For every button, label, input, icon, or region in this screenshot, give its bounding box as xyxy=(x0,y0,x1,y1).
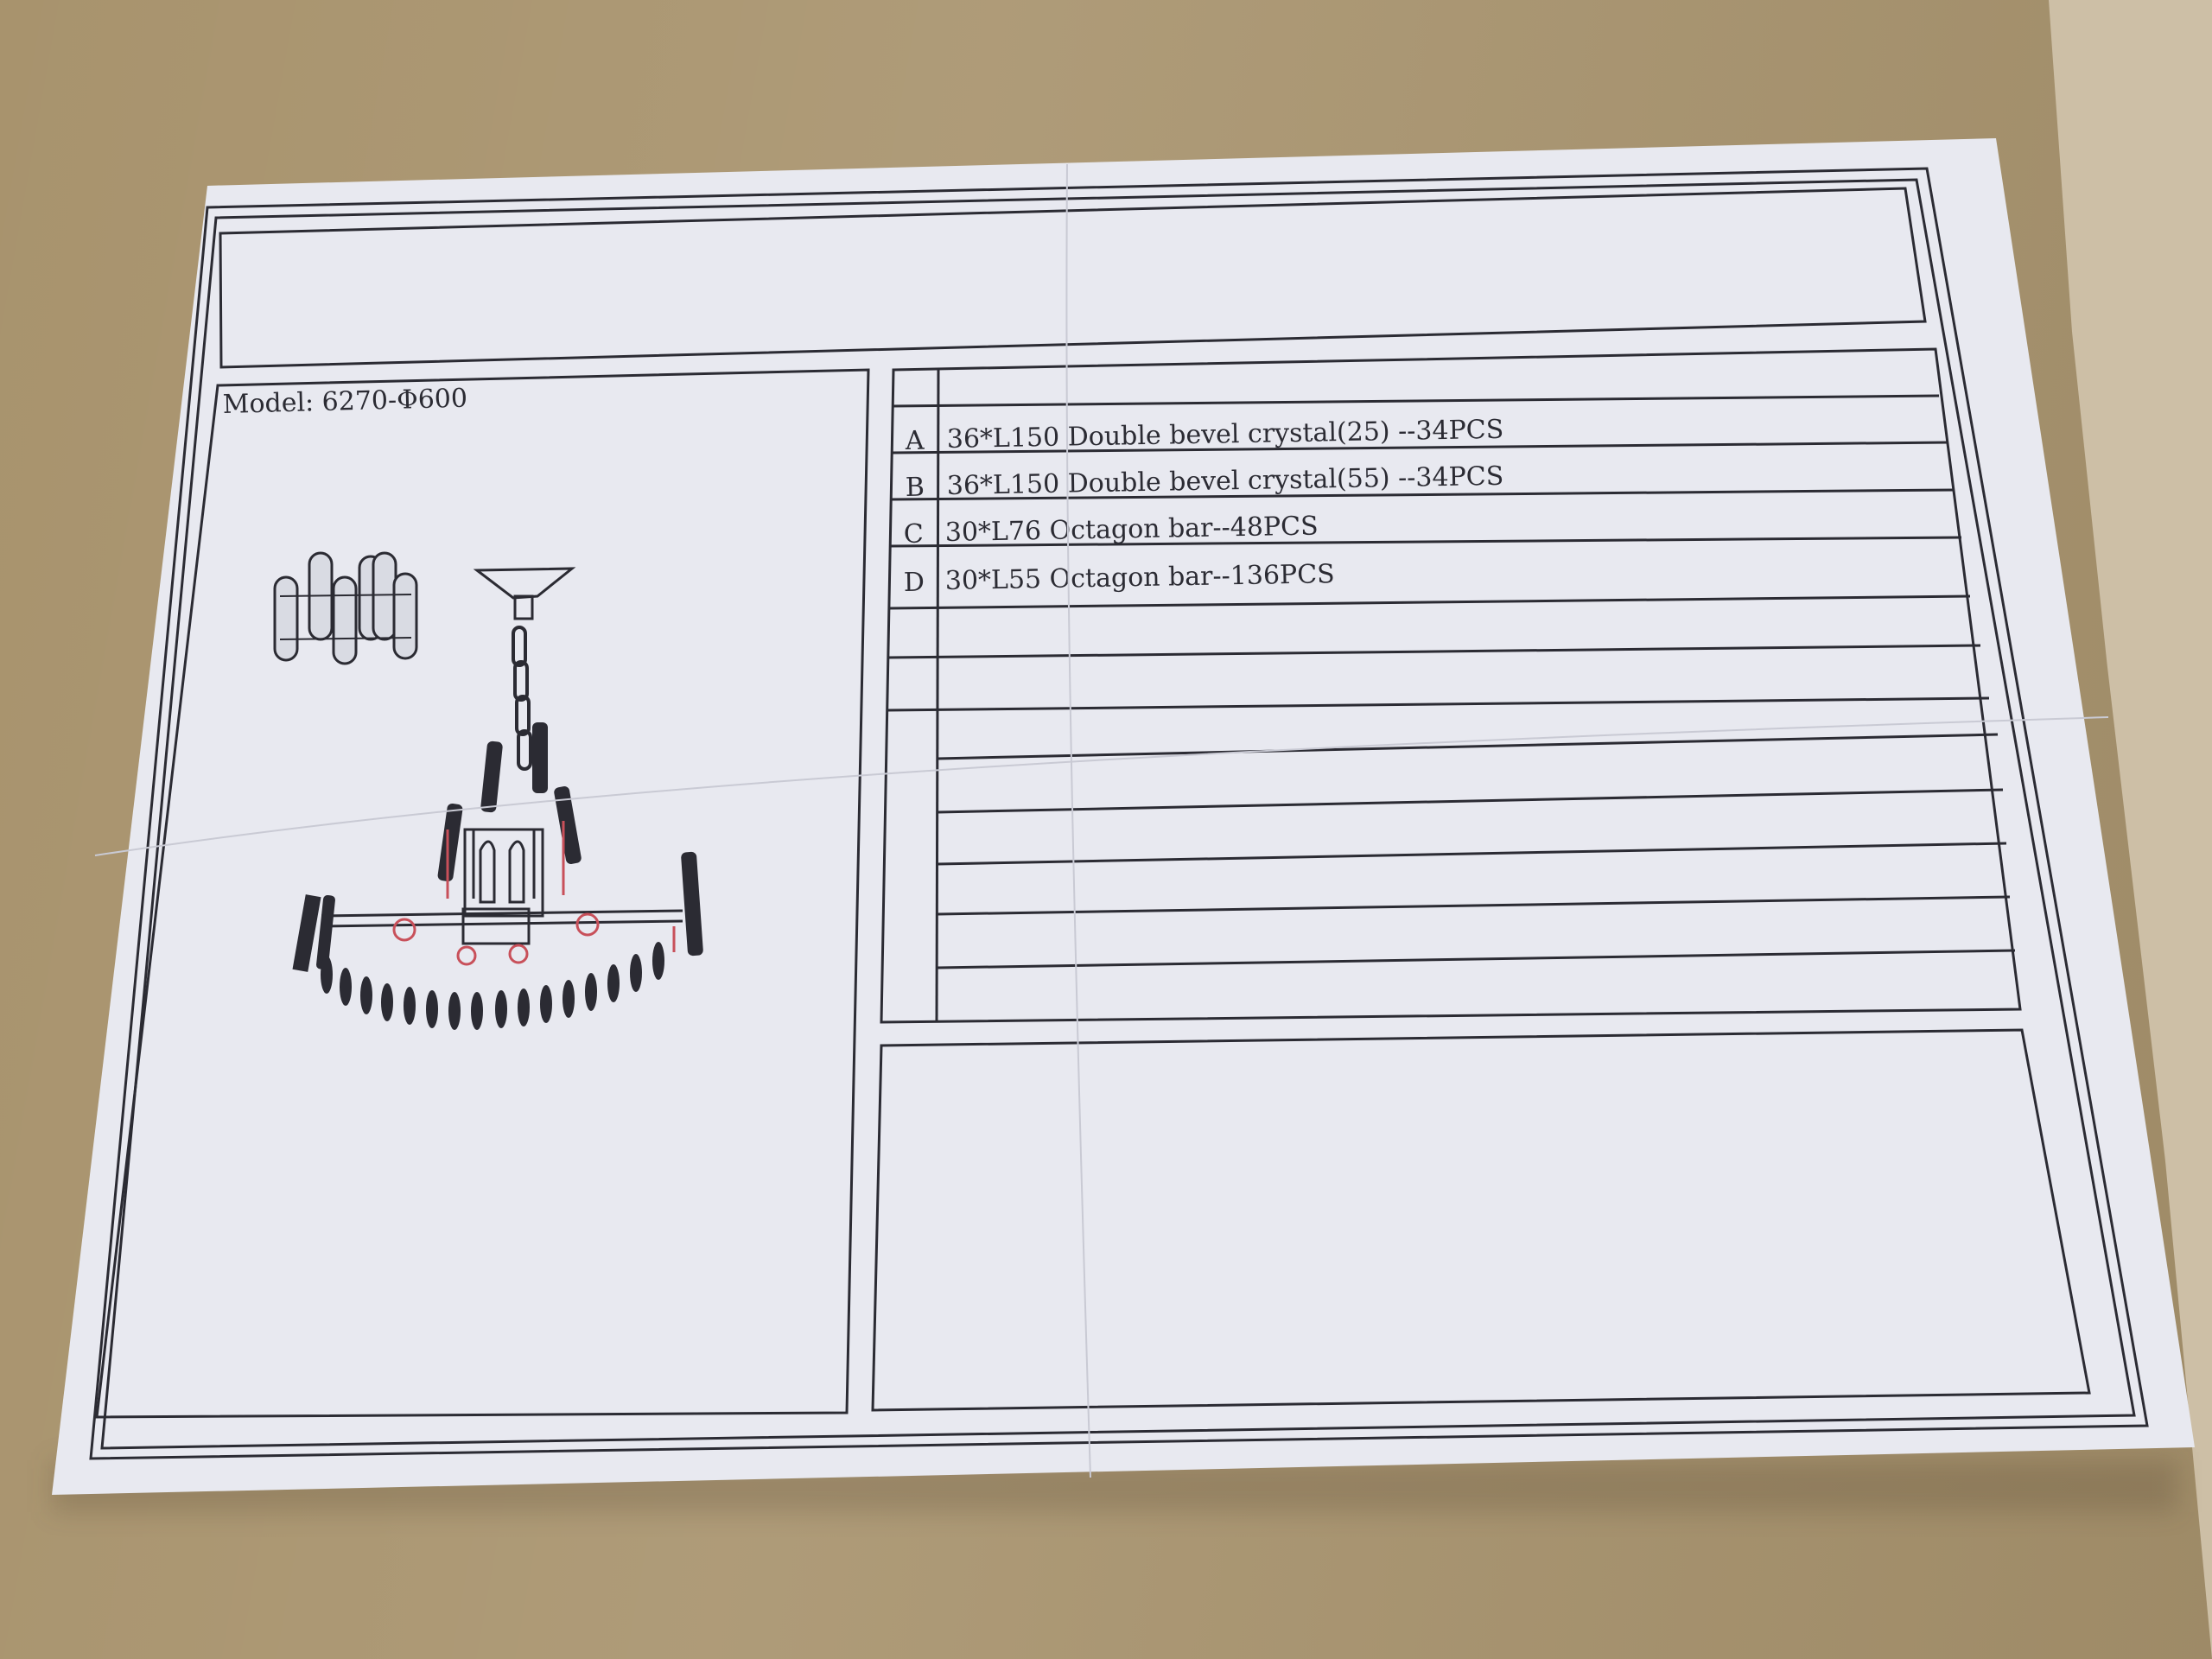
part-row-a: A 36*L150 Double bevel crystal(25) --34P… xyxy=(905,415,1504,456)
part-row-d: D 30*L55 Octagon bar--136PCS xyxy=(904,559,1335,598)
crystal-bars-illustration xyxy=(273,551,418,665)
part-row-b: B 36*L150 Double bevel crystal(55) --34P… xyxy=(906,461,1504,503)
header-box xyxy=(219,187,1927,369)
part-letter: D xyxy=(904,568,925,598)
part-letter: C xyxy=(904,519,925,550)
part-letter: B xyxy=(906,473,925,503)
notes-box xyxy=(871,1028,2091,1412)
model-label: Model: 6270-Φ600 xyxy=(222,384,467,420)
fold-creases xyxy=(94,163,2109,1478)
part-letter: A xyxy=(905,426,925,456)
part-description: 30*L76 Octagon bar--48PCS xyxy=(945,511,1319,548)
part-description: 30*L55 Octagon bar--136PCS xyxy=(945,559,1335,596)
chandelier-illustration xyxy=(292,567,703,1030)
drawing-panel xyxy=(95,368,870,1419)
part-row-c: C 30*L76 Octagon bar--48PCS xyxy=(904,511,1319,550)
